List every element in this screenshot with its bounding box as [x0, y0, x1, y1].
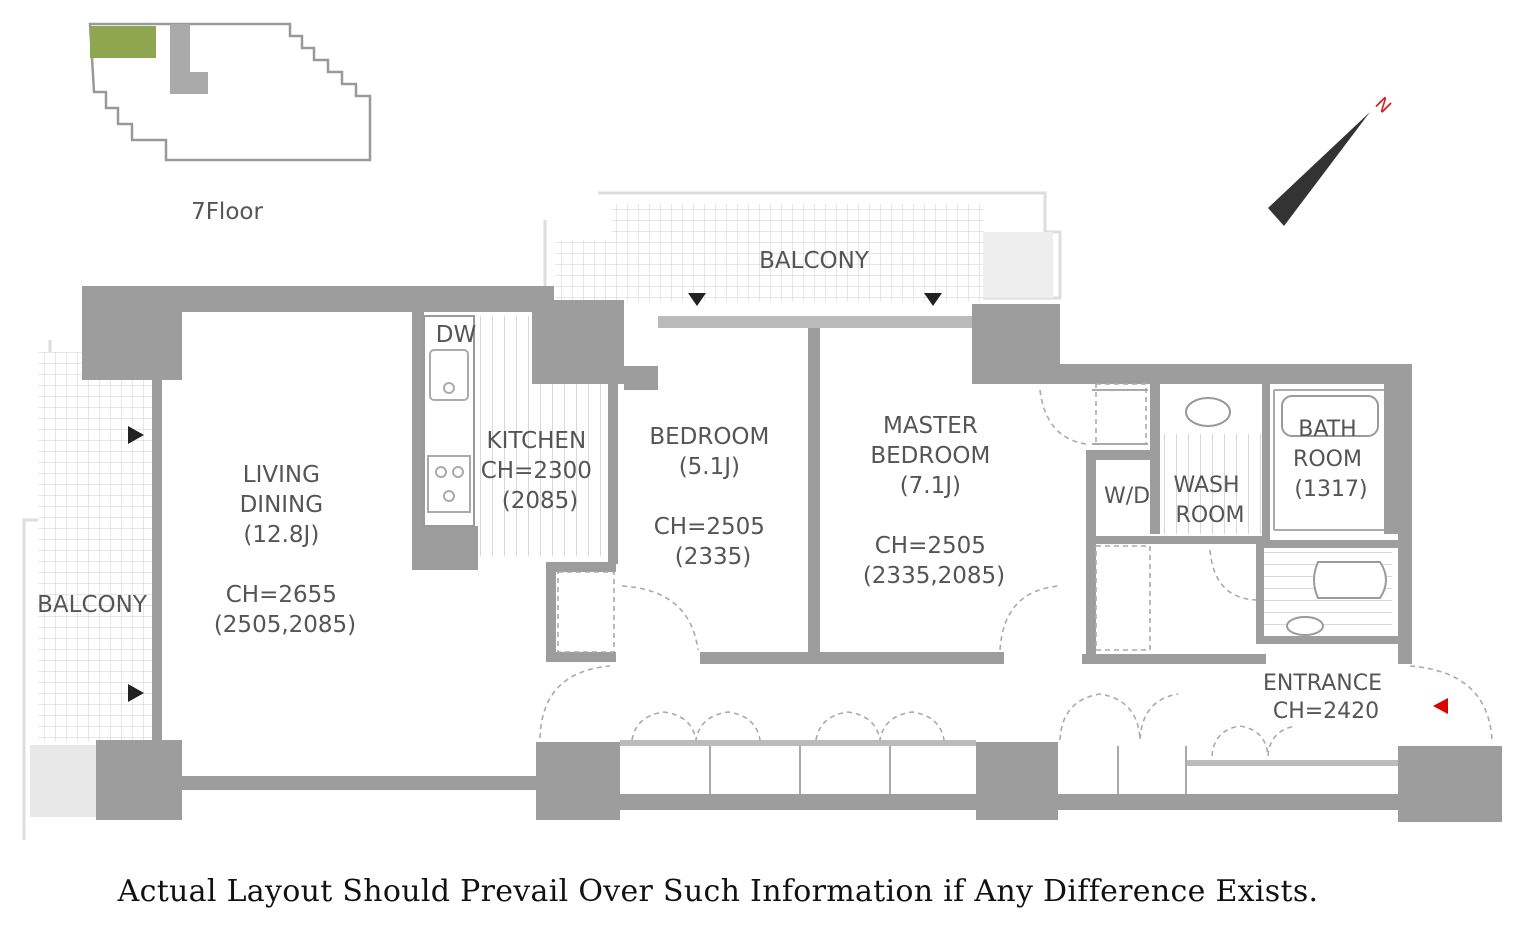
bathtub [1281, 395, 1379, 437]
kitchen-label: KITCHEN CH=2300 (2085) [481, 428, 599, 514]
bedroom-label-line-1: BEDROOM [649, 424, 769, 450]
disclaimer-text: Actual Layout Should Prevail Over Such I… [117, 874, 1319, 909]
living-label-line-3: (12.8J) [243, 522, 319, 548]
master-bedroom-label: MASTER BEDROOM (7.1J) CH=2505 (2335,2085… [863, 413, 1005, 589]
room-labels: DW LIVING DINING (12.8J) CH=2655 (2505,2… [214, 322, 1389, 724]
master-bedroom-label-line-4: CH=2505 [875, 533, 986, 559]
entrance-label-line-2: CH=2420 [1273, 699, 1379, 724]
bedroom-label-line-4: (2335) [675, 544, 751, 570]
kitchen-label-line-1: KITCHEN [487, 428, 587, 454]
washbasin [1185, 397, 1231, 427]
bedroom-label: BEDROOM (5.1J) CH=2505 (2335) [649, 424, 776, 570]
washroom-floor [1162, 434, 1266, 534]
key-plan-core [170, 24, 208, 94]
key-plan: 7Floor [88, 22, 372, 225]
living-label-line-2: DINING [240, 492, 324, 518]
wash-room-label-line-1: WASH [1173, 473, 1239, 498]
kitchen-counter [423, 315, 475, 527]
bath-room-label-line-2: ROOM [1293, 447, 1362, 472]
toilet-sink [1286, 616, 1324, 636]
balcony-top-label: BALCONY [759, 248, 870, 274]
bath-room-label-line-1: BATH [1298, 417, 1356, 442]
living-label-line-4: CH=2655 [226, 582, 337, 608]
living-label-line-5: (2505,2085) [214, 612, 356, 638]
entrance-marker [1433, 698, 1448, 714]
bath-fixtures [1185, 395, 1387, 636]
balcony-top: BALCONY [543, 191, 1062, 306]
bedroom-label-line-3: CH=2505 [654, 514, 765, 540]
bath-room-label-line-3: (1317) [1294, 477, 1367, 502]
kitchen-label-line-2: CH=2300 [481, 458, 592, 484]
balcony-left-door-marker-1 [128, 426, 144, 444]
dishwasher-label: DW [436, 322, 476, 348]
living-label-line-1: LIVING [243, 462, 320, 488]
wash-room-label-line-2: ROOM [1176, 503, 1245, 528]
door-swings [539, 383, 1493, 757]
entrance-label-line-1: ENTRANCE [1263, 671, 1382, 696]
master-bedroom-label-line-3: (7.1J) [900, 473, 961, 499]
living-dining-label: LIVING DINING (12.8J) CH=2655 (2505,2085… [214, 462, 356, 638]
balcony-left: BALCONY [22, 340, 152, 840]
master-bedroom-label-line-2: BEDROOM [870, 443, 990, 469]
bath-room-label: BATH ROOM (1317) [1293, 417, 1369, 502]
balcony-top-door-marker-2 [924, 293, 942, 306]
compass-north-label: N [1371, 93, 1395, 117]
wash-room-label: WASH ROOM [1173, 473, 1246, 528]
wd-label: W/D [1104, 484, 1150, 509]
compass-needle [1268, 112, 1370, 226]
balcony-top-door-marker-1 [688, 293, 706, 306]
kitchen-label-line-3: (2085) [502, 488, 578, 514]
entrance-label: ENTRANCE CH=2420 [1263, 671, 1389, 724]
bedroom-label-line-2: (5.1J) [679, 454, 740, 480]
walls [82, 286, 1502, 822]
master-bedroom-label-line-5: (2335,2085) [863, 563, 1005, 589]
toilet [1313, 561, 1387, 599]
key-plan-floor-label: 7Floor [191, 199, 263, 225]
balcony-left-label: BALCONY [37, 592, 148, 618]
compass: N [1268, 93, 1395, 226]
master-bedroom-label-line-1: MASTER [883, 413, 978, 439]
key-plan-unit-highlight [90, 26, 156, 58]
balcony-left-door-marker-2 [128, 684, 144, 702]
key-plan-outline [88, 22, 372, 162]
